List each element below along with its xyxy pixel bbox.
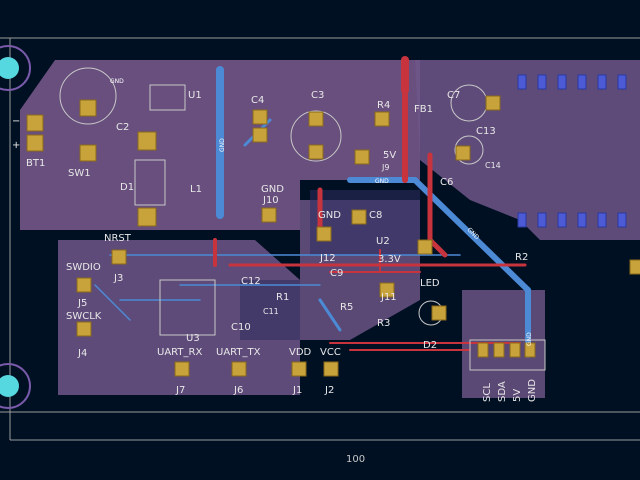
label-j5: J5 bbox=[77, 298, 87, 309]
label-j4: J4 bbox=[77, 348, 87, 359]
label-u3: U3 bbox=[186, 333, 200, 344]
label-c12: C12 bbox=[241, 276, 261, 287]
label-c2: C2 bbox=[116, 122, 129, 133]
label-r1: R1 bbox=[276, 292, 289, 303]
edge-cuts bbox=[0, 37, 640, 440]
net-gnd-1: GND bbox=[219, 138, 226, 152]
label-scl: SCL bbox=[482, 383, 493, 402]
label-d2: D2 bbox=[423, 340, 437, 351]
label-j3: J3 bbox=[113, 273, 123, 284]
label-uart-rx: UART_RX bbox=[157, 347, 202, 358]
label-u1: U1 bbox=[188, 90, 202, 101]
label-j11: J11 bbox=[380, 292, 397, 303]
zone-inner-cut-2 bbox=[240, 280, 300, 340]
label-swclk: SWCLK bbox=[66, 311, 102, 322]
label-c7: C7 bbox=[447, 90, 460, 101]
via-rings bbox=[0, 45, 31, 409]
label-j7: J7 bbox=[175, 385, 185, 396]
label-minus: − bbox=[12, 116, 20, 127]
label-r5: R5 bbox=[340, 302, 353, 313]
dimension-line: 100 bbox=[10, 439, 640, 465]
label-j9: J9 bbox=[381, 163, 389, 172]
pads bbox=[26, 95, 640, 377]
label-sda: SDA bbox=[497, 381, 508, 402]
label-swdio: SWDIO bbox=[66, 262, 101, 273]
label-c10: C10 bbox=[231, 322, 251, 333]
label-3v3: 3.3V bbox=[378, 254, 401, 265]
label-vcc: VCC bbox=[320, 347, 341, 358]
label-nrst: NRST bbox=[104, 233, 132, 244]
label-gnd-j10: GND bbox=[261, 184, 284, 195]
net-gnd-4: GND bbox=[526, 332, 533, 346]
label-j10: J10 bbox=[262, 195, 279, 206]
zone-right bbox=[415, 60, 640, 240]
label-d1: D1 bbox=[120, 182, 134, 193]
zone-left bbox=[58, 240, 300, 395]
label-j2: J2 bbox=[324, 385, 334, 396]
label-c6: C6 bbox=[440, 177, 453, 188]
label-c14: C14 bbox=[485, 161, 501, 170]
header-pins bbox=[517, 74, 627, 228]
label-j1: J1 bbox=[292, 385, 302, 396]
label-r4: R4 bbox=[377, 100, 390, 111]
label-gnd-j12: GND bbox=[318, 210, 341, 221]
net-gnd-5: GND bbox=[110, 78, 124, 85]
label-c9: C9 bbox=[330, 268, 343, 279]
label-uart-tx: UART_TX bbox=[216, 347, 261, 358]
label-led: LED bbox=[420, 278, 440, 289]
back-tracks bbox=[94, 66, 531, 358]
label-c4: C4 bbox=[251, 95, 264, 106]
label-r2: R2 bbox=[515, 252, 528, 263]
label-c11: C11 bbox=[263, 307, 279, 316]
label-r3: R3 bbox=[377, 318, 390, 329]
label-5v-conn: 5V bbox=[512, 389, 523, 402]
silkscreen-labels: BT1 SW1 C2 U1 D1 L1 C4 C3 R4 FB1 C7 C13 … bbox=[12, 90, 538, 402]
label-vdd: VDD bbox=[289, 347, 312, 358]
label-j6: J6 bbox=[233, 385, 243, 396]
label-c8: C8 bbox=[369, 210, 382, 221]
label-c3: C3 bbox=[311, 90, 324, 101]
dimension-value: 100 bbox=[346, 454, 365, 465]
label-plus: + bbox=[12, 140, 20, 151]
label-j12: J12 bbox=[319, 253, 336, 264]
label-gnd-conn: GND bbox=[527, 379, 538, 402]
label-5v: 5V bbox=[383, 150, 396, 161]
vias bbox=[0, 57, 19, 397]
label-bt1: BT1 bbox=[26, 158, 45, 169]
net-gnd-2: GND bbox=[375, 178, 389, 185]
label-sw1: SW1 bbox=[68, 168, 91, 179]
label-l1: L1 bbox=[190, 184, 202, 195]
label-fb1: FB1 bbox=[414, 104, 433, 115]
label-u2: U2 bbox=[376, 236, 390, 247]
label-c13: C13 bbox=[476, 126, 496, 137]
